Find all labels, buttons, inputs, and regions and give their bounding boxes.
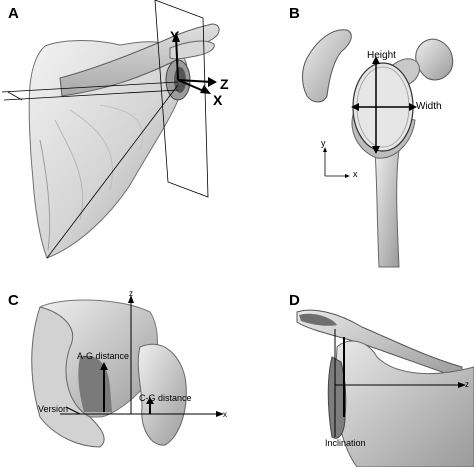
coord-x-label: x	[353, 169, 358, 179]
axis-label-y: Y	[170, 28, 180, 44]
cg-distance-label: C-G distance	[139, 393, 192, 403]
glenoid-render-b	[302, 29, 454, 268]
panel-c: C z x A-G distance C-G distance	[0, 267, 237, 467]
glenoid-render-d	[296, 309, 474, 467]
version-label: Version	[38, 404, 69, 414]
height-label: Height	[367, 50, 396, 61]
z-axis-label-d: z	[465, 380, 469, 389]
panel-d: D z Inclination	[237, 267, 474, 467]
coord-y-label: y	[321, 138, 326, 148]
panel-label-c: C	[8, 292, 19, 309]
panel-a: A	[0, 0, 237, 267]
panel-label-d: D	[289, 292, 300, 309]
axis-label-x: X	[213, 92, 223, 108]
z-axis-label: z	[129, 289, 133, 298]
width-label: Width	[416, 101, 442, 112]
ag-distance-label: A-G distance	[77, 351, 130, 361]
panel-label-a: A	[8, 5, 19, 22]
axis-label-z: Z	[220, 76, 229, 92]
glenoid-plane	[154, 0, 209, 198]
scapula-render-a	[1, 0, 220, 259]
x-axis-label: x	[223, 410, 227, 419]
panel-b: B Height Width y x	[237, 0, 474, 268]
panel-label-b: B	[289, 5, 300, 22]
glenoid-render-c	[31, 295, 224, 448]
inclination-label: Inclination	[325, 438, 366, 448]
